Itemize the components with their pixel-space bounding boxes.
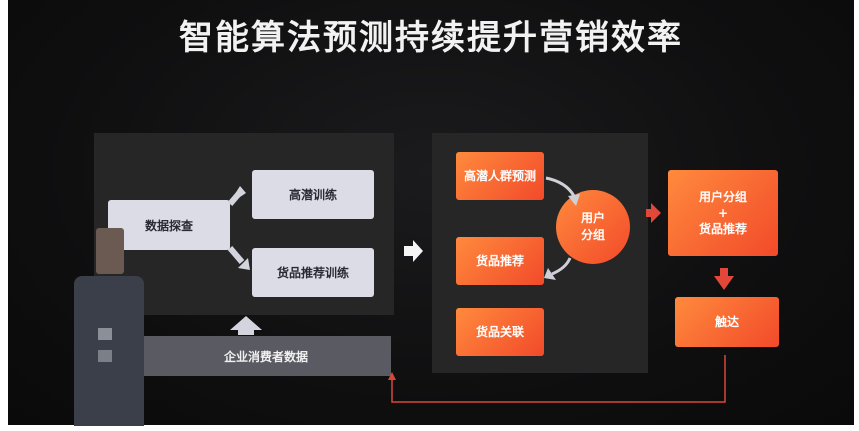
arrow-middle-to-right xyxy=(646,203,661,223)
grouping-plus-rec-box: 用户分组 + 货品推荐 xyxy=(668,170,778,256)
enterprise-consumer-data-box: 企业消费者数据 xyxy=(141,336,391,376)
data-exploration-label: 数据探查 xyxy=(144,218,193,233)
product-recommendation-label: 货品推荐 xyxy=(475,253,524,268)
reach-box: 触达 xyxy=(675,297,779,347)
high-potential-training-box: 高潜训练 xyxy=(252,170,374,219)
data-exploration-box: 数据探查 xyxy=(108,200,230,250)
feedback-line xyxy=(388,355,726,403)
product-rec-training-label: 货品推荐训练 xyxy=(276,266,349,280)
enterprise-consumer-data-label: 企业消费者数据 xyxy=(223,349,308,364)
presentation-screen: 智能算法预测持续提升营销效率 数据探查 高潜训练 货品推荐训练 企业消费者数据 … xyxy=(8,0,854,426)
presenter-figure xyxy=(70,228,148,426)
arrow-to-product-rec-training xyxy=(227,246,250,270)
product-rec-training-box: 货品推荐训练 xyxy=(252,248,374,297)
product-recommendation-box: 货品推荐 xyxy=(456,237,544,285)
high-potential-prediction-label: 高潜人群预测 xyxy=(463,168,536,183)
slide-title: 智能算法预测持续提升营销效率 xyxy=(179,18,683,58)
reach-label: 触达 xyxy=(714,314,739,329)
user-grouping-circle: 用户 分组 xyxy=(556,190,630,264)
grouping-plus-rec-label: 用户分组 + 货品推荐 xyxy=(698,189,747,237)
arrow-down-to-reach xyxy=(714,268,734,290)
product-association-box: 货品关联 xyxy=(456,308,544,356)
high-potential-prediction-box: 高潜人群预测 xyxy=(456,152,544,200)
arrow-grouping-to-recommendation xyxy=(544,257,572,280)
high-potential-training-label: 高潜训练 xyxy=(288,188,337,202)
arrow-prediction-to-grouping xyxy=(545,176,580,206)
product-association-label: 货品关联 xyxy=(475,324,524,339)
arrow-to-high-potential-training xyxy=(227,186,246,206)
user-grouping-label: 用户 分组 xyxy=(580,211,605,242)
arrow-left-to-middle xyxy=(404,240,423,262)
arrow-up-from-data xyxy=(230,316,262,335)
